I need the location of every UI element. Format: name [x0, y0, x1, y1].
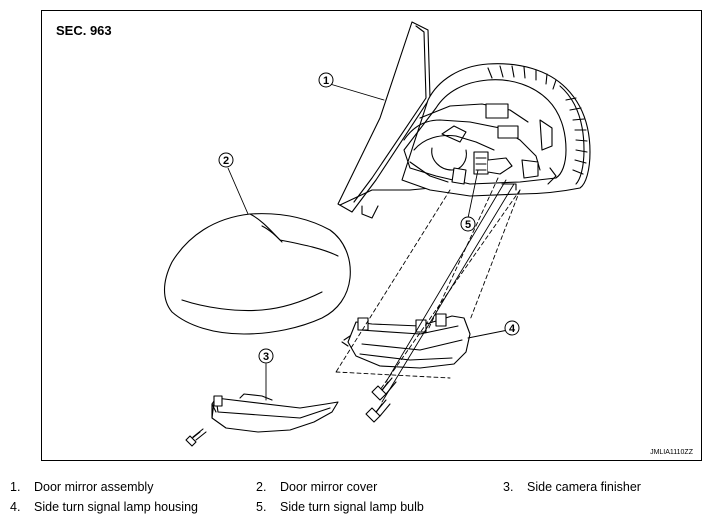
callout-5: 5: [460, 216, 476, 232]
callout-leaders: [227, 83, 509, 401]
door-mirror-cover: [163, 213, 351, 335]
legend-item-2: 2. Door mirror cover: [256, 480, 377, 494]
legend-item-4: 4. Side turn signal lamp housing: [10, 500, 198, 514]
diagram-frame: SEC. 963 JMLIA1110ZZ: [41, 10, 702, 461]
legend-item-5: 5. Side turn signal lamp bulb: [256, 500, 424, 514]
legend-item-2-num: 2.: [256, 480, 267, 494]
callout-4-text: 4: [509, 323, 516, 335]
exploded-view-illustration: 1 2 3 4 5: [163, 21, 591, 447]
legend-item-1-label: Door mirror assembly: [34, 480, 154, 494]
callout-5-text: 5: [465, 219, 471, 231]
callout-1-text: 1: [323, 75, 329, 87]
callout-1: 1: [318, 72, 334, 88]
legend-item-3-label: Side camera finisher: [527, 480, 641, 494]
figure-code: JMLIA1110ZZ: [650, 449, 693, 456]
legend-item-4-num: 4.: [10, 500, 21, 514]
callout-3: 3: [258, 348, 274, 364]
legend-item-3: 3. Side camera finisher: [503, 480, 641, 494]
legend-item-5-num: 5.: [256, 500, 267, 514]
legend-item-4-label: Side turn signal lamp housing: [34, 500, 198, 514]
callout-3-text: 3: [263, 351, 269, 363]
legend-item-1: 1. Door mirror assembly: [10, 480, 153, 494]
legend-item-3-num: 3.: [503, 480, 514, 494]
screw-shafts: [381, 179, 515, 403]
side-turn-signal-lamp-housing: [341, 313, 471, 423]
callout-4: 4: [504, 320, 520, 336]
legend-item-5-label: Side turn signal lamp bulb: [280, 500, 424, 514]
legend-item-2-label: Door mirror cover: [280, 480, 378, 494]
callout-2: 2: [218, 152, 234, 168]
section-label: SEC. 963: [56, 23, 112, 38]
door-mirror-assembly: [337, 21, 591, 219]
side-camera-finisher: [185, 393, 339, 447]
legend-item-1-num: 1.: [10, 480, 21, 494]
callout-2-text: 2: [223, 155, 229, 167]
